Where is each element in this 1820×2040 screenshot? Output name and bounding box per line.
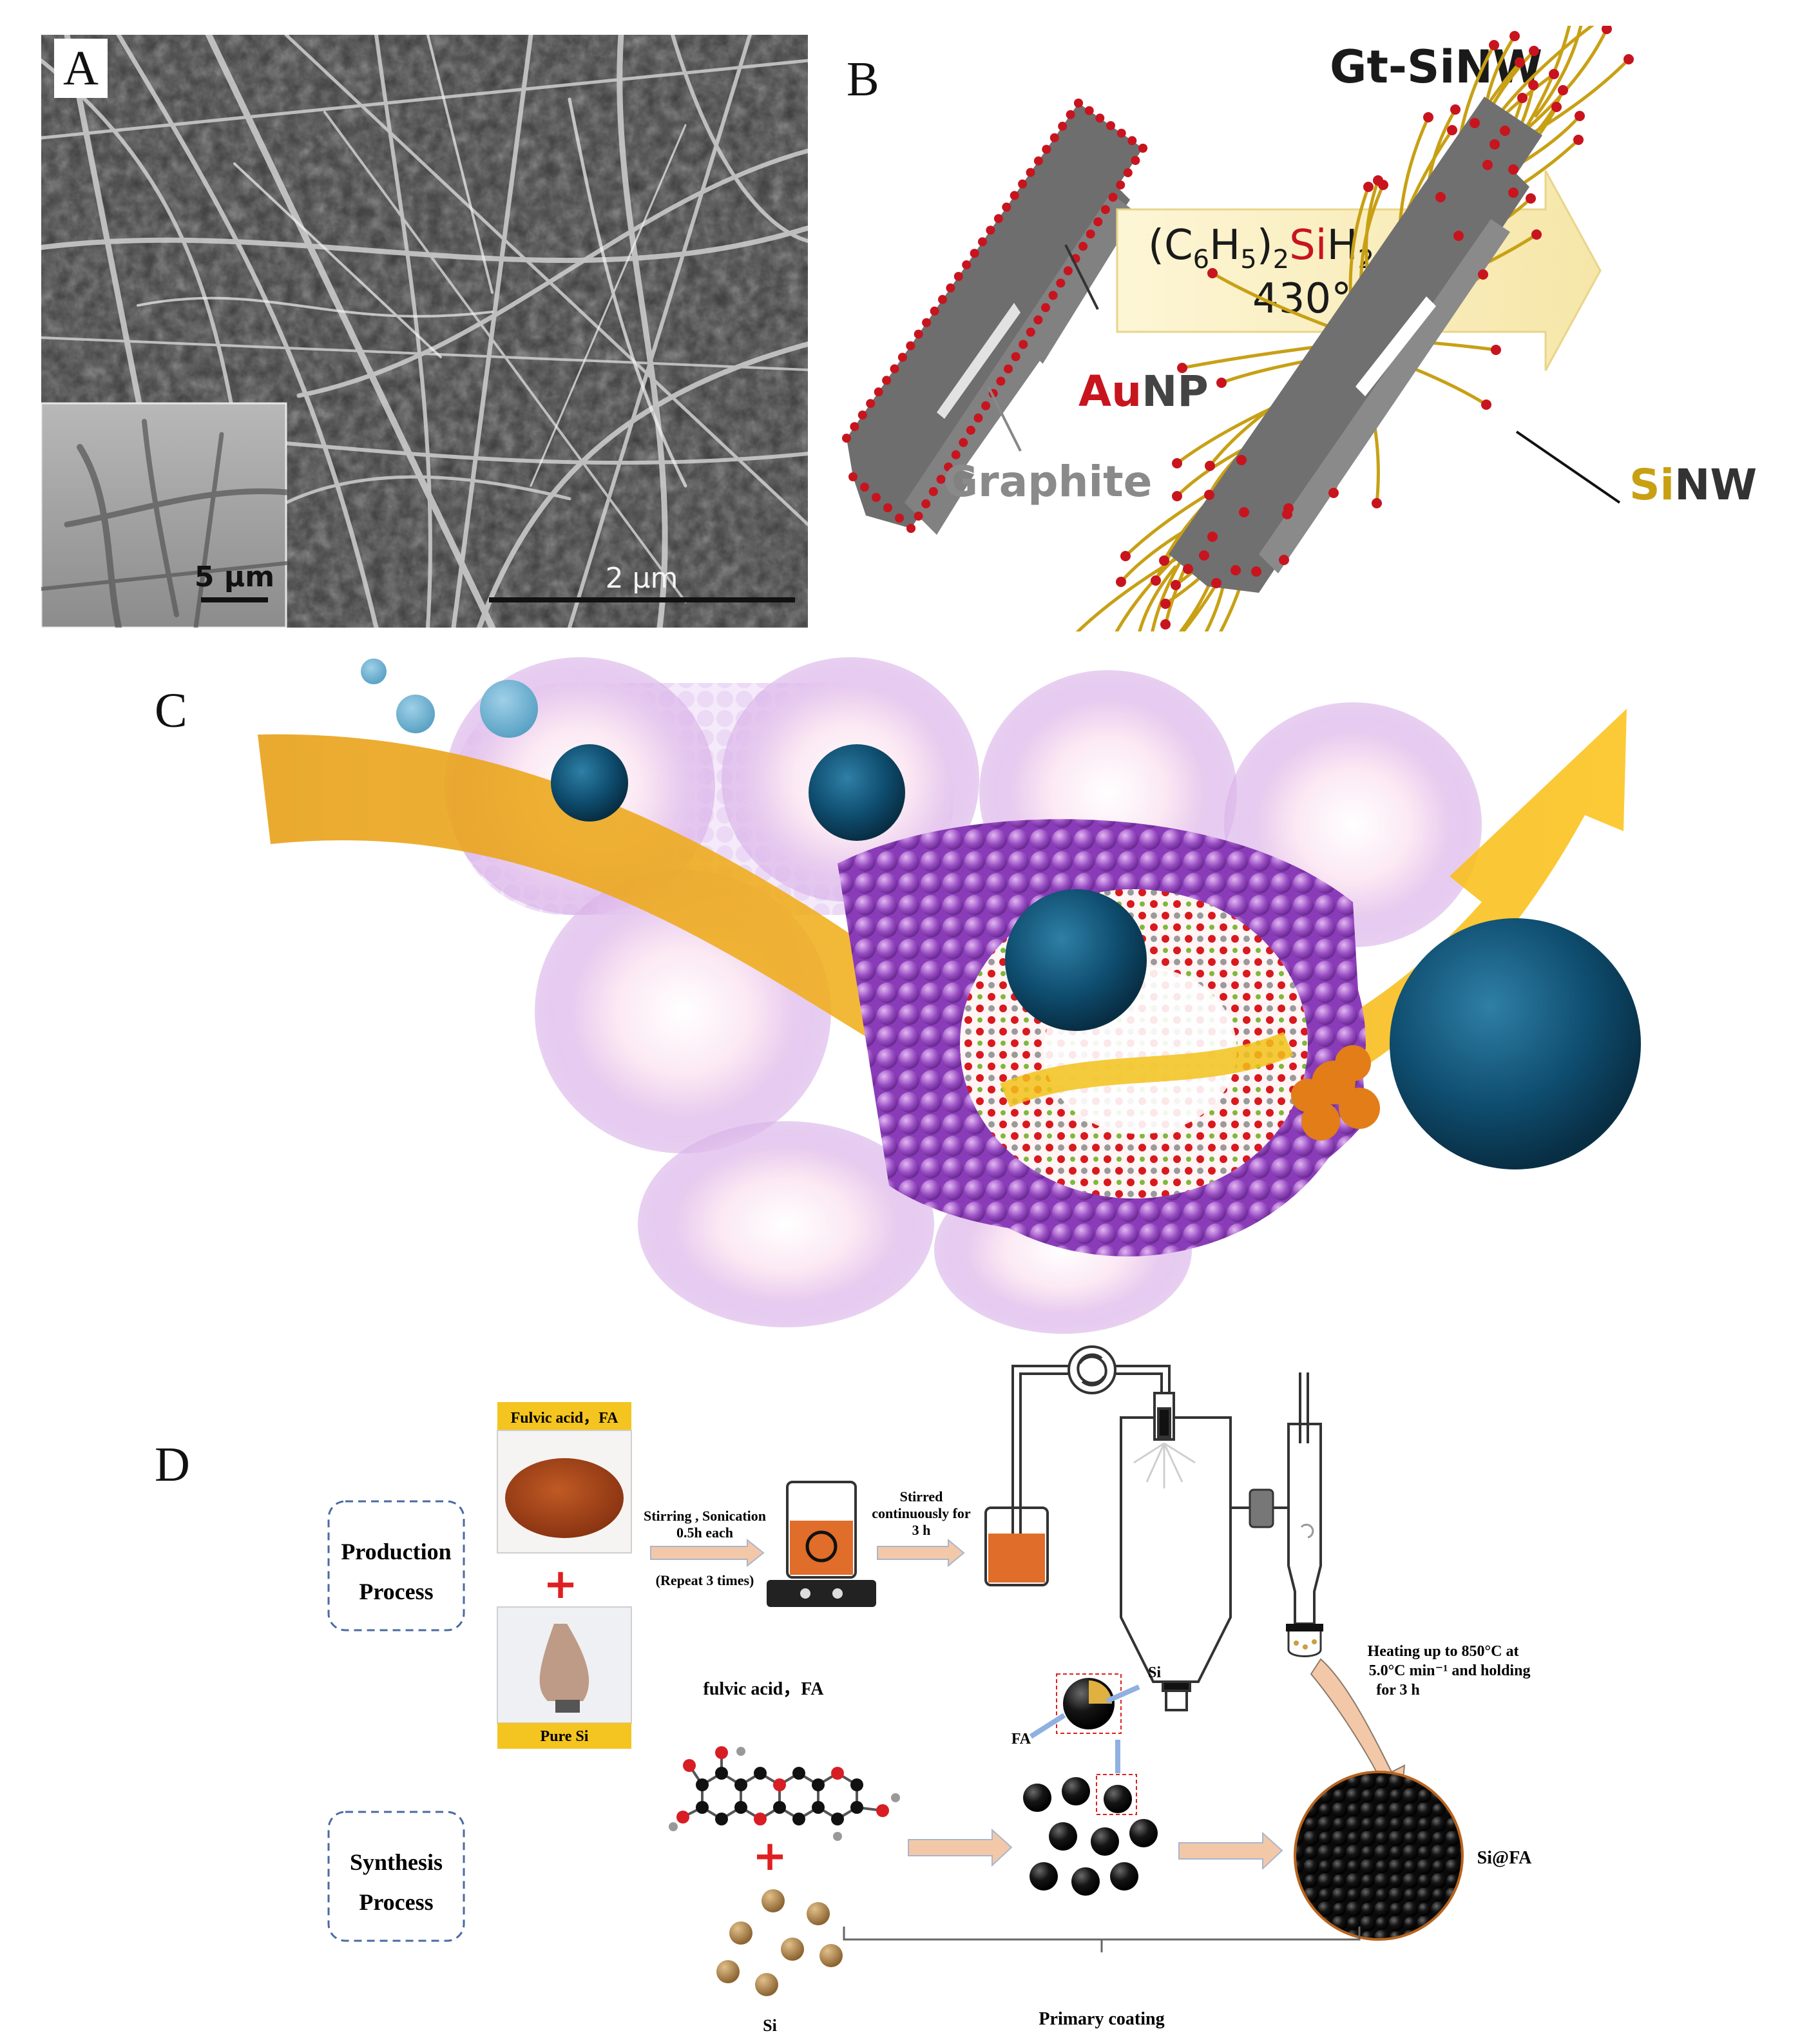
heating-line3: for 3 h <box>1376 1682 1420 1698</box>
fa-molecule-structure <box>669 1746 900 1841</box>
si-beads <box>716 1889 843 1996</box>
synthesis-arrow-2 <box>1178 1831 1283 1871</box>
feed-beaker <box>984 1365 1069 1586</box>
aunp-dots <box>842 99 1147 533</box>
gt-sinw-schematic: (C6H5)2SiH2 430°C AuNP Graphite Gt-SiNW … <box>842 26 1757 631</box>
orange-cluster <box>1291 1045 1380 1140</box>
step1-arrow <box>650 1538 765 1568</box>
porous-tube-illustration <box>258 657 1641 1334</box>
aunp-label: AuNP <box>1078 367 1209 416</box>
production-process-box <box>327 1500 465 1631</box>
si-at-fa-product <box>1294 1771 1464 1941</box>
step2-line3: 3 h <box>912 1522 931 1538</box>
panel-d: D Production Process Synt <box>0 1321 1820 2040</box>
gt-sinw-title: Gt-SiNW <box>1330 41 1542 93</box>
aunp-leader <box>1064 244 1099 310</box>
main-scale-label: 2 μm <box>606 562 678 595</box>
molecule-in-pore <box>1005 889 1147 1031</box>
step2-line2: continuously for <box>872 1505 971 1521</box>
sinw-leader <box>1515 430 1621 504</box>
fa-photo: Fulvic acid，FA <box>497 1402 632 1554</box>
fa-molecule-label: fulvic acid，FA <box>704 1679 825 1699</box>
synthesis-process-box <box>327 1811 465 1942</box>
graphite-particle <box>842 99 1147 535</box>
core-shell-zoom <box>1029 1673 1140 1773</box>
molecule-small-2 <box>396 695 435 733</box>
molecule-large-exit <box>1390 918 1641 1169</box>
primary-coating-bracket <box>843 1927 1361 1952</box>
step1-line1: Stirring , Sonication <box>644 1508 766 1524</box>
svg-text:Pure Si: Pure Si <box>541 1728 589 1745</box>
graphite-leader <box>987 386 1022 452</box>
stirrer-beaker <box>767 1481 876 1607</box>
molecule-medium-2 <box>809 744 905 841</box>
plus-icon-top: + <box>543 1561 578 1608</box>
synthesis-label-2: Process <box>359 1889 433 1915</box>
product-label: Si@FA <box>1477 1848 1532 1868</box>
panel-d-label: D <box>155 1438 190 1492</box>
panel-c-label: C <box>155 684 187 738</box>
sinw-tip-aunp <box>1116 26 1634 630</box>
panel-a: 5 μm 2 μm A <box>39 32 810 631</box>
heating-line1: Heating up to 850°C at <box>1368 1643 1519 1660</box>
shell-fa-label: FA <box>1011 1731 1031 1747</box>
step2-line1: Stirred <box>900 1488 943 1505</box>
cyclone-separator <box>1231 1372 1323 1657</box>
reagent-formula: (C6H5)2SiH2 <box>1148 222 1374 274</box>
si-label: Si <box>763 2016 777 2035</box>
svg-text:Fulvic acid，FA: Fulvic acid，FA <box>511 1410 619 1427</box>
production-label-2: Process <box>359 1579 433 1604</box>
graphite-label: Graphite <box>943 457 1152 506</box>
molecule-medium-1 <box>551 744 628 822</box>
core-si-label: Si <box>1148 1664 1161 1681</box>
main-pore-tube <box>838 819 1380 1256</box>
process-schematic: Production Process Synthesis Process Ful… <box>327 1345 1532 2035</box>
sem-image: 5 μm 2 μm <box>39 32 810 631</box>
heating-line2: 5.0°C min⁻¹ and holding <box>1369 1662 1531 1679</box>
step1-line2: 0.5h each <box>676 1525 733 1541</box>
sinw-label: SiNW <box>1629 460 1757 510</box>
panel-c: C <box>0 631 1820 1334</box>
step2-arrow <box>877 1538 965 1568</box>
panel-b: B (C6H5)2SiH2 430°C AuNP Graphite Gt-SiN… <box>808 26 1813 631</box>
primary-coating-label: Primary coating <box>1039 2009 1164 2029</box>
inset-scale-label: 5 μm <box>195 561 274 593</box>
synthesis-arrow-1 <box>908 1828 1013 1867</box>
panel-a-label: A <box>54 39 108 98</box>
production-label-1: Production <box>341 1539 451 1564</box>
molecule-small-1 <box>361 659 387 684</box>
panel-b-label: B <box>847 52 879 106</box>
spray-dryer <box>1120 1392 1232 1711</box>
gt-sinw-product <box>1075 26 1634 631</box>
plus-icon-bottom: + <box>752 1833 787 1880</box>
step1-line3: (Repeat 3 times) <box>656 1572 754 1588</box>
coated-particles <box>1023 1774 1158 1896</box>
synthesis-label-1: Synthesis <box>350 1849 443 1875</box>
molecule-small-3 <box>480 680 538 738</box>
si-photo: Pure Si <box>497 1606 632 1749</box>
sem-inset <box>39 402 289 631</box>
